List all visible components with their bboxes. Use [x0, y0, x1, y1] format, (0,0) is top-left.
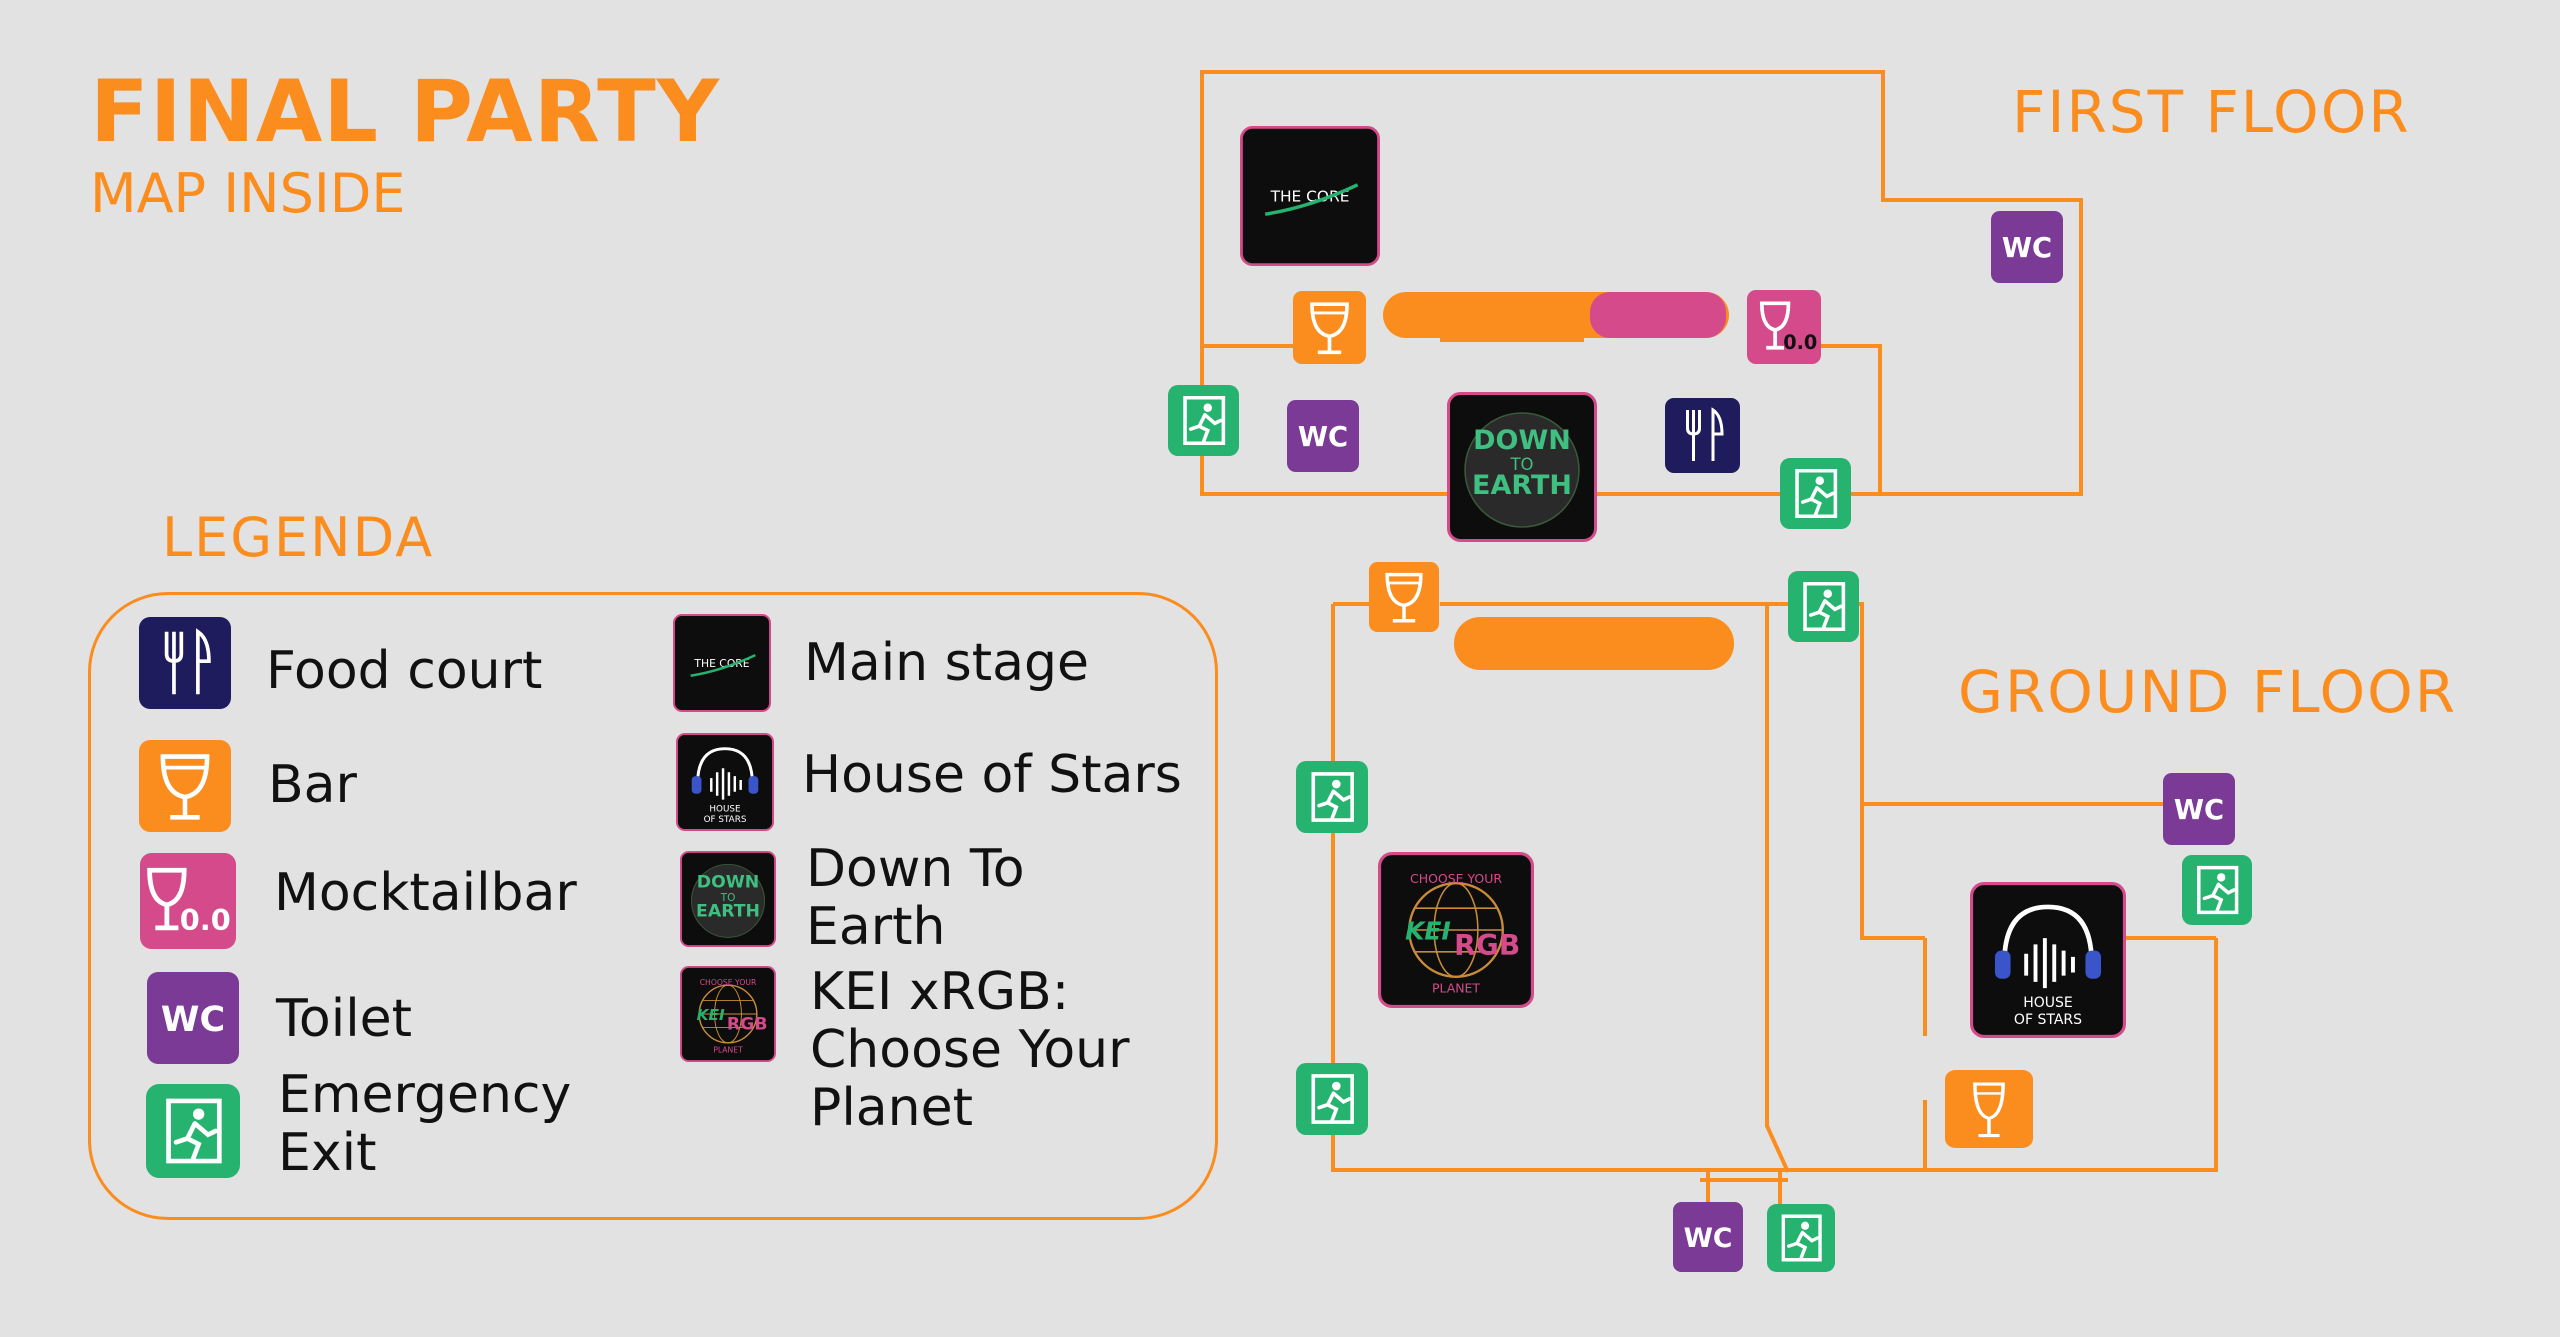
ground-floor-outline: [1331, 604, 2218, 1172]
bar-wine-glass-icon[interactable]: [1945, 1070, 2033, 1148]
emergency-exit-icon: [146, 1084, 240, 1178]
svg-text:OF STARS: OF STARS: [2014, 1012, 2082, 1028]
legend-title: LEGENDA: [162, 506, 435, 569]
emergency-exit-icon[interactable]: [1780, 458, 1851, 529]
page-subtitle: MAP INSIDE: [90, 162, 406, 225]
kei-xrgb-logo: CHOOSE YOUR KEI RGB PLANET: [680, 966, 776, 1062]
svg-text:TO: TO: [1509, 455, 1533, 474]
house-of-stars-logo: HOUSE OF STARS: [676, 733, 774, 831]
bar-wine-glass-icon[interactable]: [1368, 562, 1440, 632]
svg-text:HOUSE: HOUSE: [709, 804, 740, 814]
legend-label-toilet: Toilet: [276, 989, 413, 1049]
svg-text:RGB: RGB: [1454, 929, 1520, 962]
svg-text:CHOOSE YOUR: CHOOSE YOUR: [1410, 871, 1502, 886]
svg-text:DOWN: DOWN: [1473, 425, 1571, 456]
emergency-exit-icon[interactable]: [1296, 761, 1368, 833]
svg-text:WC: WC: [161, 1000, 225, 1040]
emergency-exit-icon[interactable]: [1168, 385, 1239, 456]
svg-text:0.0: 0.0: [180, 903, 231, 937]
svg-text:KEI: KEI: [697, 1006, 725, 1024]
svg-text:PLANET: PLANET: [1432, 980, 1480, 995]
svg-text:OF STARS: OF STARS: [704, 815, 747, 825]
legend-box: [88, 592, 1218, 1220]
legend-label-main-stage: Main stage: [804, 633, 1090, 693]
legend-label-kei-xrgb: KEI xRGB: Choose Your Planet: [810, 962, 1130, 1138]
svg-text:EARTH: EARTH: [1472, 470, 1572, 501]
food-court-fork-knife-icon[interactable]: [1665, 398, 1740, 473]
legend-label-down-to-earth: Down To Earth: [806, 839, 1025, 957]
svg-text:KEI: KEI: [1405, 916, 1451, 945]
ground-floor-label: GROUND FLOOR: [1958, 658, 2458, 726]
wc-icon: WC: [146, 972, 240, 1064]
svg-text:THE CORE: THE CORE: [693, 657, 749, 670]
first-floor-label: FIRST FLOOR: [2012, 78, 2411, 146]
mocktail-glass-icon[interactable]: 0.0: [1747, 290, 1821, 364]
ground-floor-wall: [1765, 606, 1790, 1173]
mocktail-glass-icon: 0.0: [138, 853, 238, 949]
wc-icon[interactable]: WC: [2163, 773, 2235, 845]
page-title: FINAL PARTY: [90, 62, 721, 162]
svg-text:THE CORE: THE CORE: [1270, 188, 1350, 206]
svg-text:DOWN: DOWN: [697, 872, 760, 892]
down-to-earth-stage[interactable]: DOWN TO EARTH: [1447, 392, 1597, 542]
svg-text:CHOOSE YOUR: CHOOSE YOUR: [700, 978, 757, 987]
first-floor-inner-wall: [1792, 344, 1882, 494]
svg-text:RGB: RGB: [727, 1014, 768, 1034]
svg-text:WC: WC: [1298, 422, 1348, 453]
svg-text:EARTH: EARTH: [696, 901, 760, 921]
emergency-exit-icon[interactable]: [1296, 1063, 1368, 1135]
legend-label-house-of-stars: House of Stars: [802, 745, 1182, 805]
wc-icon[interactable]: WC: [1991, 211, 2063, 283]
svg-text:HOUSE: HOUSE: [2023, 995, 2073, 1011]
bar-wine-glass-icon[interactable]: [1293, 291, 1366, 364]
emergency-exit-icon[interactable]: [2182, 855, 2252, 925]
down-to-earth-logo: DOWN TO EARTH: [680, 851, 776, 947]
fork-knife-icon: [138, 617, 232, 709]
main-stage-the-core[interactable]: THE CORE: [1240, 126, 1380, 266]
wine-glass-icon: [138, 740, 232, 832]
mocktail-counter-first-floor: [1590, 292, 1726, 338]
wc-icon[interactable]: WC: [1287, 400, 1359, 472]
svg-text:WC: WC: [2174, 795, 2224, 826]
legend-label-mocktailbar: Mocktailbar: [274, 863, 577, 923]
kei-xrgb-stage[interactable]: CHOOSE YOUR KEI RGB PLANET: [1378, 852, 1534, 1008]
svg-text:TO: TO: [720, 892, 736, 904]
svg-text:WC: WC: [1684, 1223, 1733, 1254]
first-floor-outline: [1200, 70, 2083, 496]
emergency-exit-icon[interactable]: [1788, 571, 1859, 642]
legend-label-emergency-exit: Emergency Exit: [278, 1065, 572, 1183]
legend-label-food-court: Food court: [266, 641, 543, 701]
emergency-exit-icon[interactable]: [1765, 1204, 1837, 1272]
the-core-logo: THE CORE: [673, 614, 771, 712]
svg-text:0.0: 0.0: [1783, 331, 1817, 354]
bar-counter-ground-floor: [1454, 617, 1734, 670]
svg-text:PLANET: PLANET: [713, 1045, 743, 1054]
wc-icon[interactable]: WC: [1672, 1202, 1744, 1272]
house-of-stars-stage[interactable]: HOUSE OF STARS: [1970, 882, 2126, 1038]
svg-text:WC: WC: [2002, 233, 2052, 264]
legend-label-bar: Bar: [268, 755, 357, 815]
